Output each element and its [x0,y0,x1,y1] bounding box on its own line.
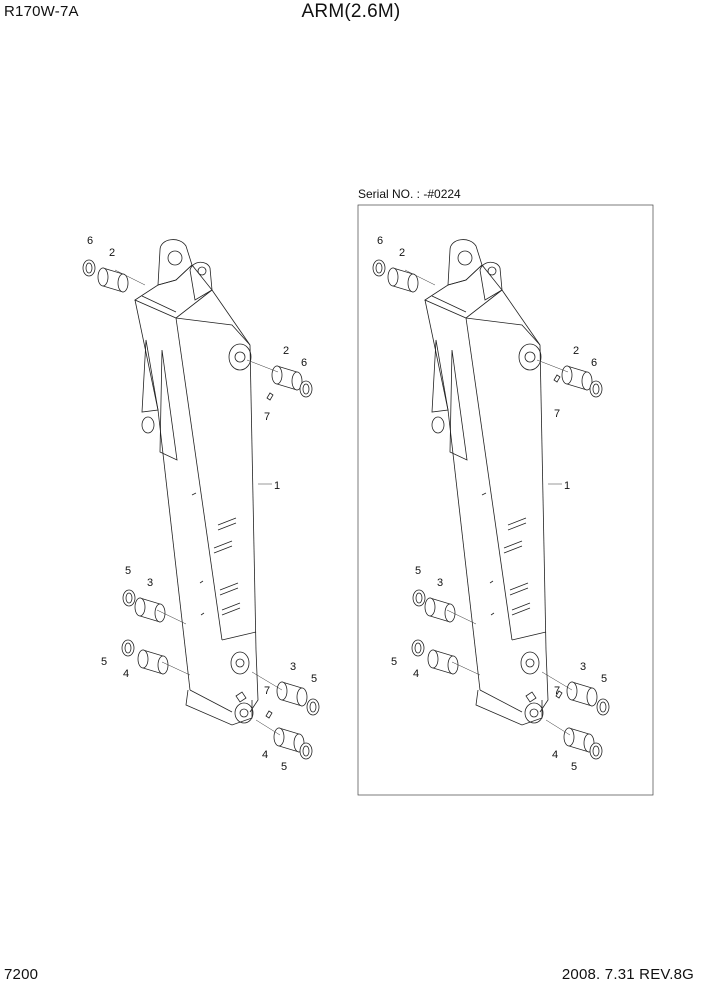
bushing-mid-left-v2 [424,597,456,623]
bushing-mid-right [276,681,308,707]
bushing-top-right [271,365,303,391]
callout-3: 3 [290,661,296,673]
arm-assembly-right [372,239,610,760]
callout-5: 5 [311,673,317,685]
model-code: R170W-7A [4,3,79,20]
callout-3: 3 [437,577,443,589]
page-number: 7200 [4,966,39,983]
shim-mid-left [122,589,136,607]
callout-7: 7 [554,408,560,420]
callout-6: 6 [87,235,93,247]
callout-6: 6 [591,357,597,369]
page-title: ARM(2.6M) [301,1,401,22]
shim-top-left [82,259,96,277]
callout-6: 6 [301,357,307,369]
bushing-low-left-v2 [427,649,459,675]
callout-2: 2 [573,345,579,357]
shim-low-left [121,639,135,657]
callout-7: 7 [264,685,270,697]
callout-1: 1 [274,480,280,492]
shim-low-left-v2 [411,639,425,657]
bushing-mid-left [134,597,166,623]
revision-date: 2008. 7.31 REV.8G [561,966,694,983]
callout-5: 5 [415,565,421,577]
callout-7: 7 [264,411,270,423]
grease-nipple-top-v2 [553,374,561,383]
serial-range-frame [357,204,654,796]
shim-top-right-v2 [589,380,603,398]
shim-top-right [299,380,313,398]
bushing-top-right-v2 [561,365,593,391]
shim-top-left-v2 [372,259,386,277]
callout-2: 2 [283,345,289,357]
callout-4: 4 [413,668,419,680]
bushing-low-right-v2 [563,727,595,753]
grease-nipple-top [266,392,274,401]
callout-5: 5 [391,656,397,668]
callout-4: 4 [262,749,268,761]
callout-3: 3 [147,577,153,589]
callout-5: 5 [125,565,131,577]
bushing-low-left [137,649,169,675]
callout-5: 5 [281,761,287,773]
callout-5: 5 [101,656,107,668]
shim-mid-right-v2 [596,698,610,716]
serial-range-label: Serial NO. : -#0224 [358,187,461,201]
shim-low-right [299,742,313,760]
shim-low-right-v2 [589,742,603,760]
callout-2: 2 [399,247,405,259]
callout-5: 5 [571,761,577,773]
grease-nipple-bottom [265,710,273,719]
shim-mid-left-v2 [412,589,426,607]
callout-1: 1 [564,480,570,492]
bushing-low-right [273,727,305,753]
shim-mid-right [306,698,320,716]
bushing-mid-right-v2 [566,681,598,707]
callout-5: 5 [601,673,607,685]
callout-4: 4 [552,749,558,761]
callout-4: 4 [123,668,129,680]
callout-6: 6 [377,235,383,247]
callout-2: 2 [109,247,115,259]
callout-7: 7 [554,685,560,697]
bushing-top-left [97,267,129,293]
callout-3: 3 [580,661,586,673]
bushing-top-left-v2 [387,267,419,293]
arm-assembly-left [82,239,320,760]
